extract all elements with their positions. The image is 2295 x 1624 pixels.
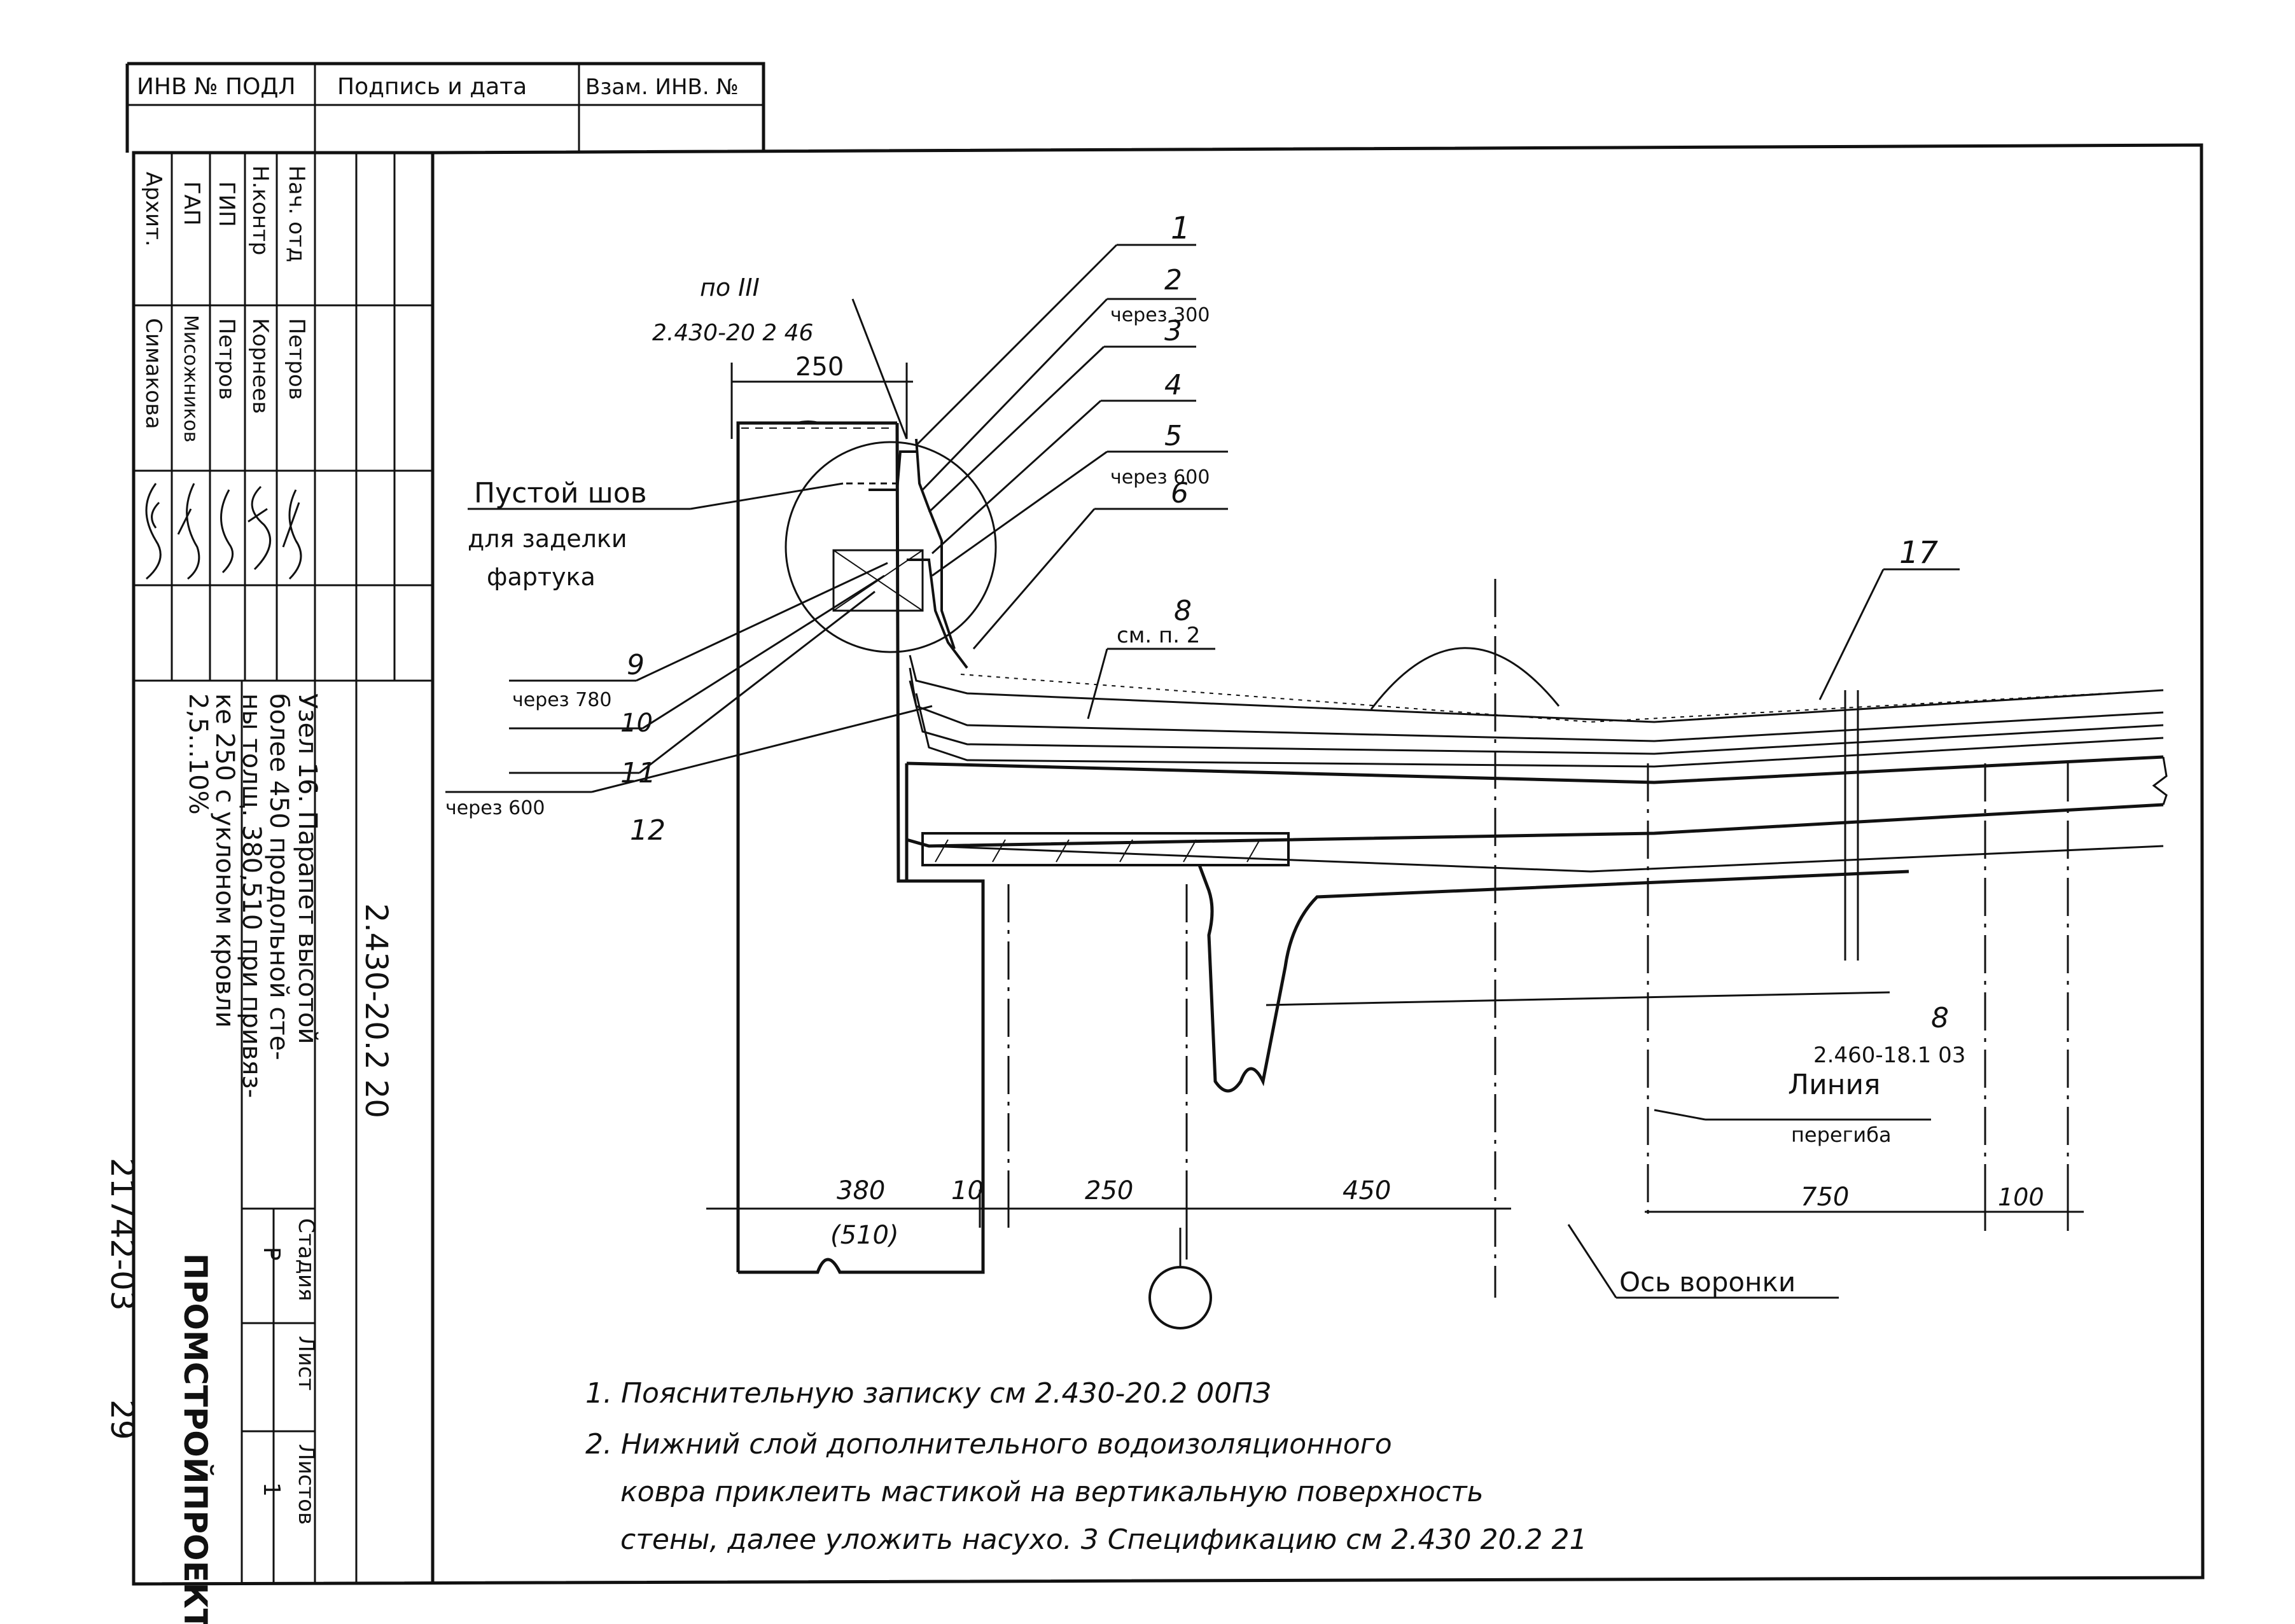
role-n-kontr: Н.контр: [248, 165, 273, 255]
callout-num-9: 9: [627, 649, 645, 681]
bend-line-label-2: перегиба: [1791, 1123, 1892, 1147]
callout-note-9: через 780: [512, 689, 611, 711]
stage-sheet-cells: Стадия Р Лист Листов 1: [258, 1218, 319, 1525]
sheets-label: Листов: [293, 1444, 319, 1525]
sheet-title-line-3: ны толщ. 380,510 при привяз-: [237, 693, 266, 1098]
funnel-dome: [1370, 647, 1560, 710]
dim-10: 10: [951, 1176, 984, 1205]
stage-value: Р: [258, 1247, 284, 1261]
inv-podl-header: ИНВ № ПОДЛ: [137, 74, 296, 100]
callout-num-11: 11: [620, 757, 656, 789]
callout-num-8: 8: [1174, 595, 1192, 627]
sheet-title-line-4: ке 250 с уклоном кровли: [210, 693, 239, 1028]
role-gip: ГИП: [214, 181, 239, 227]
leader-lines: [445, 244, 1960, 1299]
role-gap: ГАП: [179, 181, 204, 226]
callout-num-10: 10: [620, 709, 653, 738]
callout-note-2: через 300: [1110, 304, 1210, 326]
title-block-grid: [134, 153, 435, 1584]
signatures: [145, 483, 302, 580]
dim-450: 450: [1343, 1176, 1391, 1205]
stage-label: Стадия: [293, 1218, 319, 1301]
dim-750: 750: [1801, 1183, 1849, 1212]
archive-number: 21742-03: [104, 1158, 141, 1311]
callout-note-11: через 600: [445, 797, 545, 819]
callout-num-2: 2: [1164, 264, 1182, 296]
vzam-inv-header: Взам. ИНВ. №: [585, 74, 739, 100]
name-petrov-1: Петров: [284, 318, 309, 400]
sheets-value: 1: [258, 1482, 284, 1497]
drawing-code: 2.430-20.2 20: [358, 903, 394, 1118]
name-petrov-2: Петров: [214, 318, 239, 400]
callout-num-1: 1: [1171, 211, 1190, 246]
sheet-title-line-1: Узел 16. Парапет высотой: [293, 693, 322, 1044]
note-line-2: 2. Нижний слой дополнительного водоизоля…: [585, 1428, 1392, 1461]
empty-seam-label-1: Пустой шов: [474, 477, 647, 510]
dim-100: 100: [1998, 1183, 2044, 1211]
callout-num-5: 5: [1164, 420, 1182, 452]
dim-510: (510): [830, 1221, 899, 1250]
organization-name: ПРОМСТРОЙПРОЕКТ: [177, 1253, 214, 1624]
callout-num-4: 4: [1164, 369, 1182, 401]
bend-line-label-1: Линия: [1788, 1069, 1881, 1101]
sheet-title-line-2: более 450 продольной сте-: [264, 693, 293, 1060]
drawing-labels: по III 2.430-20 2 46 250 380 (510) 10 25…: [445, 211, 2044, 1298]
flashing-detail: [785, 438, 997, 669]
role-nach-otd: Нач. отд: [284, 165, 309, 262]
callout-note-5: через 600: [1110, 466, 1210, 489]
name-korneev: Корнеев: [248, 318, 273, 414]
top-stamp: ИНВ № ПОДЛ Подпись и дата Взам. ИНВ. №: [137, 74, 739, 100]
plate-hatch: [935, 839, 1260, 863]
funnel-axis-label: Ось воронки: [1619, 1267, 1796, 1298]
callout-num-6: 6: [1171, 477, 1189, 510]
sheet-label: Лист: [293, 1336, 319, 1391]
names-column: Петров Корнеев Петров Мисожников Симаков…: [141, 315, 309, 443]
roofing-layers: [909, 655, 2164, 768]
name-misozhnikov: Мисожников: [179, 315, 202, 443]
notes: 1. Пояснительную записку см 2.430-20.2 0…: [585, 1377, 1587, 1556]
page-number: 29: [104, 1399, 141, 1440]
axis-lines: [1007, 579, 2069, 1298]
empty-seam-label-2: для заделки: [468, 525, 627, 553]
sheet-title: Узел 16. Парапет высотой более 450 продо…: [183, 693, 322, 1098]
ref-po-code: 2.430-20 2 46: [652, 320, 813, 346]
callout-num-17: 17: [1899, 535, 1939, 571]
note-line-1: 1. Пояснительную записку см 2.430-20.2 0…: [585, 1377, 1271, 1410]
note-line-3: ковра приклеить мастикой на вертикальную…: [620, 1476, 1484, 1508]
name-simakova: Симакова: [141, 318, 166, 429]
dim-250: 250: [1085, 1176, 1133, 1205]
roles-column: Нач. отд Н.контр ГИП ГАП Архит.: [141, 165, 309, 262]
callout-num-8b: 8: [1931, 1002, 1949, 1034]
ref-po: по III: [700, 274, 760, 302]
dimension-lines: [706, 363, 2084, 1231]
callout-num-3: 3: [1164, 315, 1182, 347]
dim-250-top: 250: [795, 352, 844, 382]
empty-seam-label-3: фартука: [487, 563, 596, 591]
role-arkhit: Архит.: [141, 172, 166, 247]
callout-note-8b: 2.460-18.1 03: [1813, 1043, 1965, 1068]
sheet-title-line-5: 2,5...10%: [183, 693, 213, 815]
podpis-data-header: Подпись и дата: [337, 74, 527, 100]
funnel-axis-bubble: [1148, 1266, 1212, 1329]
note-line-4: стены, далее уложить насухо. 3 Специфика…: [620, 1523, 1587, 1556]
roof-slab: [905, 690, 2168, 1093]
dim-380: 380: [837, 1176, 885, 1205]
callout-note-8: см. п. 2: [1117, 623, 1200, 648]
callout-num-12: 12: [630, 814, 666, 847]
sheet-frame: [125, 62, 2205, 1586]
